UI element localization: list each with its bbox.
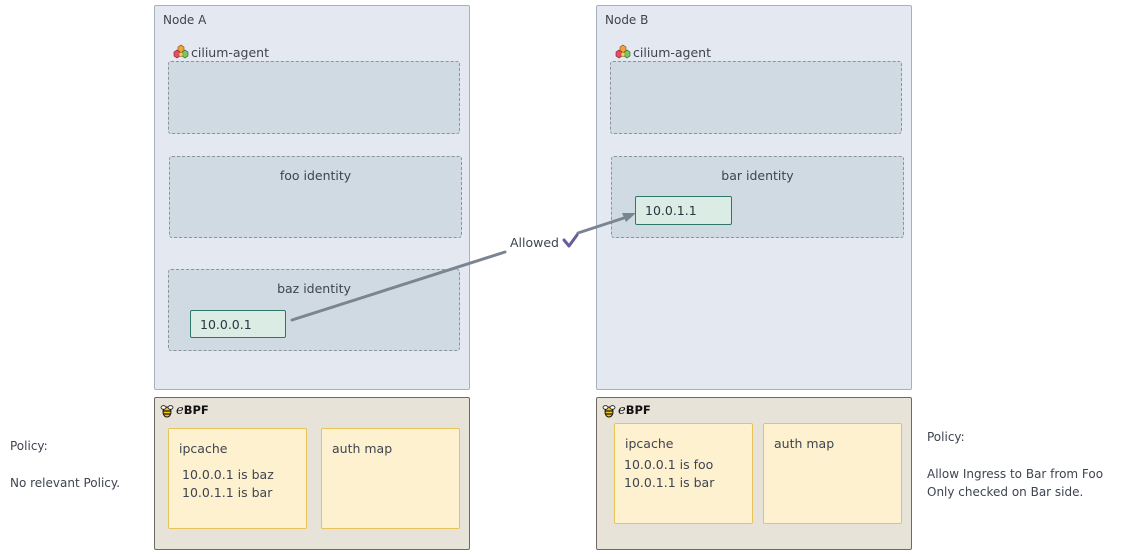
identity-label: foo identity bbox=[279, 168, 352, 183]
ip-address-box: 10.0.1.1 bbox=[635, 196, 732, 225]
ipcache-entry: 10.0.1.1 is bar bbox=[624, 475, 715, 490]
node-a-agent-area bbox=[168, 61, 460, 134]
bee-icon bbox=[602, 404, 616, 417]
node-b-title: Node B bbox=[605, 13, 649, 27]
policy-right-line: Only checked on Bar side. bbox=[927, 485, 1084, 499]
ebpf-text: BPF bbox=[625, 403, 651, 417]
agent-label: cilium-agent bbox=[633, 44, 712, 60]
node-a-ebpf: eBPF ipcache 10.0.0.1 is baz 10.0.1.1 is… bbox=[154, 397, 470, 550]
ipcache-entry: 10.0.1.1 is bar bbox=[182, 485, 273, 500]
auth-map-title: auth map bbox=[332, 441, 393, 456]
auth-map-box: auth map bbox=[763, 423, 902, 524]
auth-map-box: auth map bbox=[321, 428, 460, 529]
node-b: Node B cilium-agent bar identity 10.0.1.… bbox=[596, 5, 912, 390]
ipcache-entry: 10.0.0.1 is foo bbox=[624, 457, 714, 472]
ipcache-title: ipcache bbox=[625, 436, 674, 451]
ebpf-text: BPF bbox=[183, 403, 209, 417]
ebpf-logo: eBPF bbox=[602, 403, 651, 418]
ipcache-entry: 10.0.0.1 is baz bbox=[182, 467, 274, 482]
allowed-label: Allowed bbox=[510, 235, 559, 250]
identity-label: baz identity bbox=[277, 281, 351, 296]
policy-right-heading: Policy: bbox=[927, 430, 965, 444]
node-a-title: Node A bbox=[163, 13, 207, 27]
ipcache-title: ipcache bbox=[179, 441, 228, 456]
ebpf-logo: eBPF bbox=[160, 403, 209, 418]
node-b-cilium-agent: cilium-agent bbox=[615, 44, 711, 60]
ebpf-prefix: e bbox=[618, 403, 626, 418]
policy-left-heading: Policy: bbox=[10, 439, 48, 453]
ipcache-box: ipcache 10.0.0.1 is baz 10.0.1.1 is bar bbox=[168, 428, 307, 529]
ip-address-box: 10.0.0.1 bbox=[190, 310, 286, 338]
cilium-icon bbox=[615, 44, 631, 59]
check-icon bbox=[562, 233, 579, 248]
node-b-agent-area bbox=[610, 61, 902, 134]
node-a: Node A cilium-agent foo identity baz ide… bbox=[154, 5, 470, 390]
policy-right-line: Allow Ingress to Bar from Foo bbox=[927, 467, 1104, 481]
policy-left-text: No relevant Policy. bbox=[10, 476, 121, 490]
ebpf-prefix: e bbox=[176, 403, 184, 418]
arrow-head bbox=[622, 213, 636, 222]
cilium-icon bbox=[173, 44, 189, 59]
node-a-foo-identity: foo identity bbox=[169, 156, 462, 238]
node-a-cilium-agent: cilium-agent bbox=[173, 44, 269, 60]
agent-label: cilium-agent bbox=[191, 44, 270, 60]
auth-map-title: auth map bbox=[774, 436, 835, 451]
node-b-ebpf: eBPF ipcache 10.0.0.1 is foo 10.0.1.1 is… bbox=[596, 397, 912, 550]
identity-label: bar identity bbox=[721, 168, 794, 183]
ipcache-box: ipcache 10.0.0.1 is foo 10.0.1.1 is bar bbox=[614, 423, 753, 524]
connection-line bbox=[290, 214, 632, 322]
node-b-bar-identity: bar identity 10.0.1.1 bbox=[611, 156, 904, 238]
bee-icon bbox=[160, 404, 174, 417]
